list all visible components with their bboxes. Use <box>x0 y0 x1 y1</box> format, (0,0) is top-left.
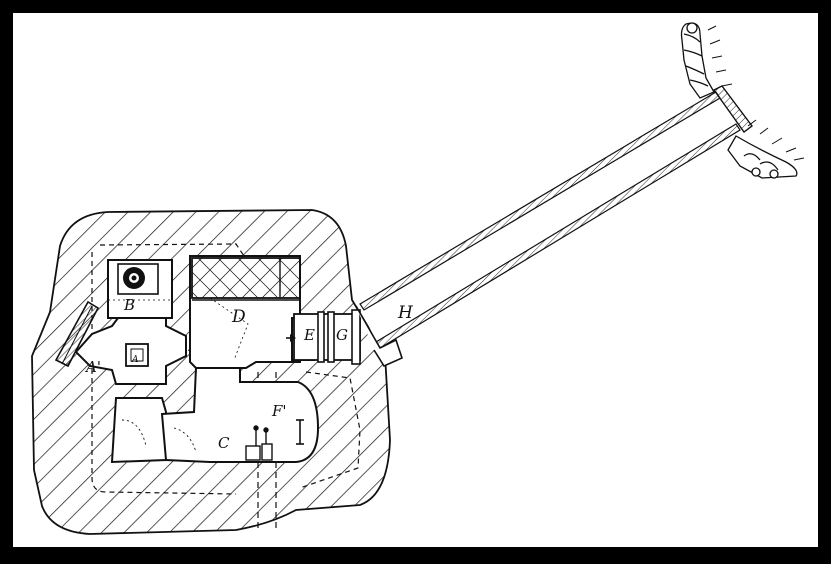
door-swing-1 <box>121 419 147 447</box>
dashed-inner-line <box>91 243 361 495</box>
rock-outcrop <box>680 22 798 179</box>
terrain-ticks <box>707 25 805 161</box>
labels: A' B A C D E G H F' I <box>84 296 414 452</box>
label-h: H <box>397 303 414 323</box>
label-a: A <box>131 355 139 365</box>
fixtures-c <box>245 425 273 461</box>
label-g: G <box>336 326 348 344</box>
dashed-corridor-line <box>257 372 277 530</box>
installation-a <box>125 343 149 367</box>
tunnel-h <box>355 85 753 368</box>
equipment-box-d <box>191 257 301 361</box>
marker-i-glyph <box>296 419 304 445</box>
room-left-lower <box>110 397 167 464</box>
label-b: B <box>123 296 135 314</box>
tunnel-mouth-inner <box>355 305 403 368</box>
installation-b <box>108 263 172 301</box>
tunnel-end-slab <box>712 85 753 133</box>
passage-e-g <box>286 309 361 365</box>
room-c <box>160 367 320 463</box>
label-d: D <box>231 307 246 327</box>
door-swing-2 <box>173 427 197 453</box>
label-a1: A' <box>84 358 101 376</box>
label-c: C <box>218 434 230 452</box>
label-e: E <box>303 326 315 344</box>
embrasure-a1 <box>54 300 100 368</box>
label-f1: F' <box>271 402 287 420</box>
